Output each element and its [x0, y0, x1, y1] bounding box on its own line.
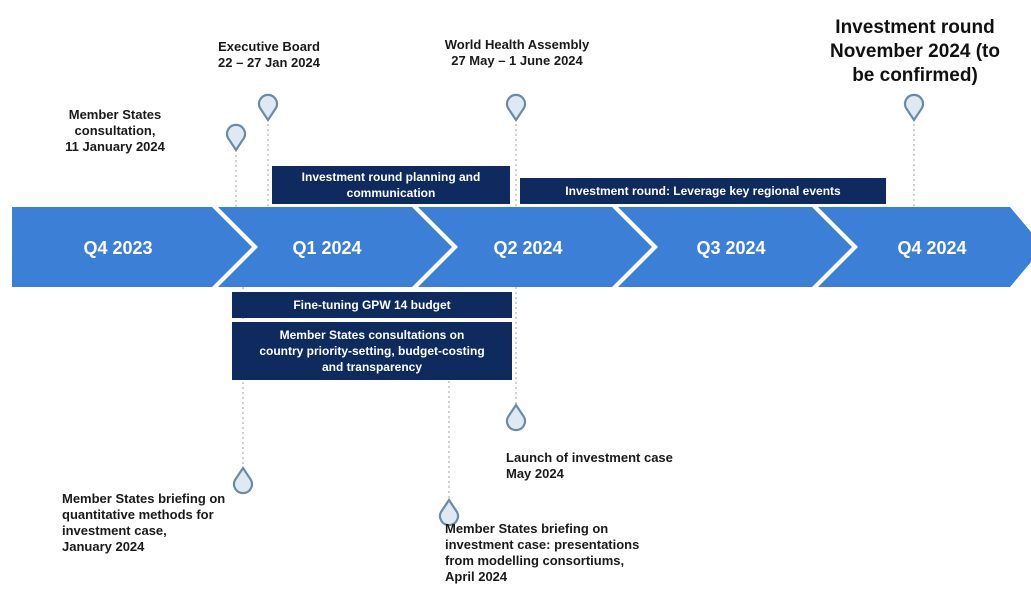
- milestone-briefing-investment-case: Member States briefing on investment cas…: [445, 521, 640, 584]
- location-pin-icon: [903, 93, 925, 122]
- pins-top: [225, 93, 925, 152]
- quarter-arrow-q4-2024: [818, 207, 1031, 287]
- quarter-arrows: [12, 207, 1031, 287]
- location-pin-icon: [225, 123, 247, 152]
- quarter-label: Q4 2024: [897, 238, 966, 258]
- activity-bar-fine-tuning: Fine-tuning GPW 14 budget: [232, 292, 512, 318]
- quarter-labels: Q4 2023 Q1 2024 Q2 2024 Q3 2024 Q4 2024: [83, 238, 966, 258]
- milestone-briefing-quantitative: Member States briefing on quantitative m…: [62, 491, 226, 554]
- activity-bar-leverage: Investment round: Leverage key regional …: [520, 178, 886, 204]
- quarter-arrow-q3-2024: [618, 207, 852, 287]
- quarter-label: Q1 2024: [292, 238, 361, 258]
- quarter-label: Q2 2024: [493, 238, 562, 258]
- quarter-arrow-q4-2023: [12, 207, 252, 287]
- quarter-arrow-q1-2024: [218, 207, 452, 287]
- location-pin-icon: [232, 466, 254, 495]
- activity-bar-planning: Investment round planning and communicat…: [272, 166, 510, 204]
- location-pin-icon: [438, 498, 460, 527]
- milestone-investment-round-november: Investment round November 2024 (to be co…: [829, 17, 1000, 86]
- milestone-launch-investment-case: Launch of investment case May 2024: [506, 450, 673, 481]
- milestone-world-health-assembly: World Health Assembly 27 May – 1 June 20…: [444, 37, 590, 68]
- quarter-arrow-q2-2024: [418, 207, 652, 287]
- location-pin-icon: [505, 93, 527, 122]
- milestone-ms-consultation: Member States consultation, 11 January 2…: [65, 107, 165, 154]
- milestone-executive-board: Executive Board 22 – 27 Jan 2024: [218, 39, 320, 70]
- location-pin-icon: [505, 403, 527, 432]
- quarter-label: Q3 2024: [696, 238, 765, 258]
- location-pin-icon: [257, 93, 279, 122]
- pins-bottom: [232, 403, 527, 527]
- activity-bar-consultations: Member States consultations on country p…: [232, 322, 512, 380]
- quarter-label: Q4 2023: [83, 238, 152, 258]
